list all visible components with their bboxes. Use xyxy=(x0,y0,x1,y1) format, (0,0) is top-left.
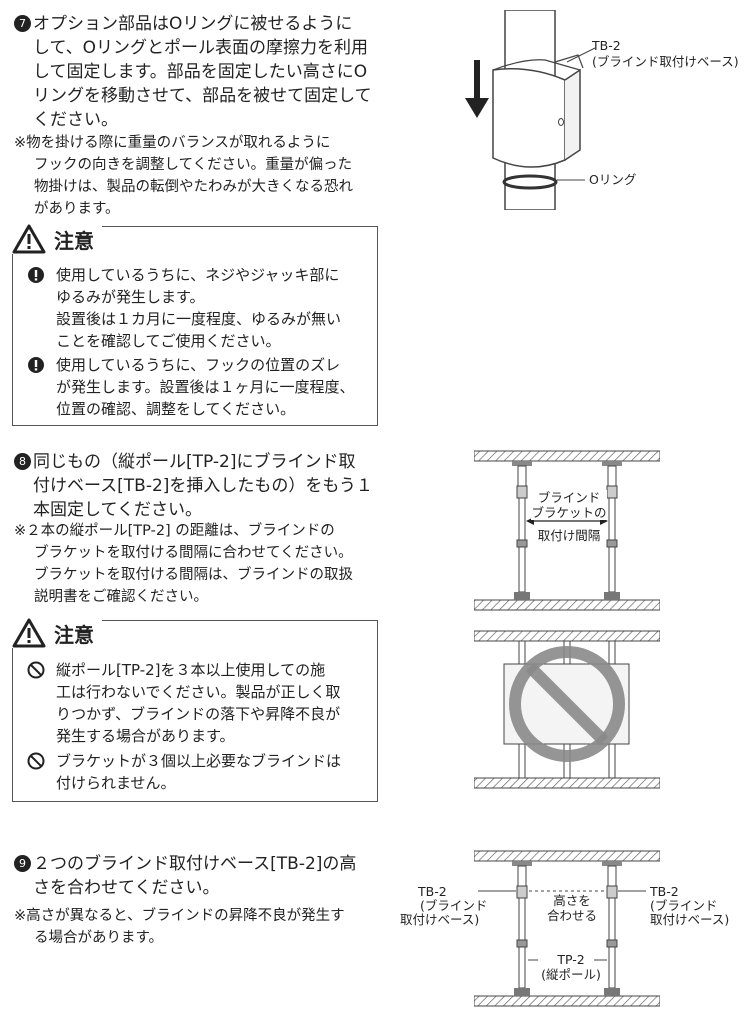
step8-line: 本固定してください。 xyxy=(33,500,202,520)
caution-title: 注意 xyxy=(54,622,94,647)
bracket-interval-label: ブラインド ブラケットの xyxy=(531,490,607,520)
tp2-sub-label: (縦ポール) xyxy=(541,967,601,982)
pole-right xyxy=(602,461,622,600)
note-line: ※物を掛ける際に重量のバランスが取れるように xyxy=(14,135,331,151)
prohibit-small-icon xyxy=(27,752,45,770)
step7-note: ※物を掛ける際に重量のバランスが取れるように フックの向きを調整してください。重… xyxy=(14,132,389,220)
tb2-left-sub2: 取付けベース) xyxy=(400,912,480,927)
note-line: ブラケットを取付ける間隔は、ブラインドの取扱 xyxy=(34,567,353,583)
pole-left xyxy=(512,461,532,600)
note-line: 説明書をご確認ください。 xyxy=(34,589,208,605)
caution-line: 発生する場合があります。 xyxy=(56,727,235,745)
step7-line: オプション部品はOリングに被せるように xyxy=(33,14,353,34)
caution-line: 縦ポール[TP-2]を３本以上使用しての施 xyxy=(56,661,326,679)
caution-box xyxy=(12,226,378,426)
step7-line: して、Oリングとポール表面の摩擦力を利用 xyxy=(33,38,369,58)
floor-shape xyxy=(474,599,660,611)
oring-label: Oリング xyxy=(589,172,637,187)
note-line: 物掛けは、製品の転倒やたわみが大きくなる恐れ xyxy=(34,179,353,195)
tb2-base-shape xyxy=(492,68,566,168)
step7-line: して固定します。部品を固定したい高さにO xyxy=(33,62,368,82)
bracket-label-line: ブラケットの xyxy=(531,505,607,520)
caution-line: ブラケットが３個以上必要なブラインドは xyxy=(56,752,342,770)
two-pole-diagram xyxy=(474,450,660,611)
step8-line: 同じもの（縦ポール[TP-2]にブラインド取 xyxy=(33,452,356,472)
tp2-label: TP-2 xyxy=(557,952,585,967)
height-align-diagram xyxy=(474,850,660,1007)
exclamation-icon xyxy=(28,357,44,373)
floor-shape xyxy=(474,995,660,1007)
note-line: る場合があります。 xyxy=(34,930,164,946)
step8-line: 付けベース[TB-2]を挿入したもの）をもう１ xyxy=(33,476,373,496)
caution-heading: 注意 xyxy=(12,224,102,254)
caution-item: 使用しているうちに、フックの位置のズレ が発生します。設置後は１ヶ月に一度程度、… xyxy=(56,354,376,420)
step7-line: リングを移動させて、部品を被せて固定して xyxy=(33,86,372,106)
caution-line: ことを確認してご使用ください。 xyxy=(56,332,281,350)
step9-note: ※高さが異なると、ブラインドの昇降不良が発生す る場合があります。 xyxy=(14,905,394,949)
note-line: ブラケットを取付ける間隔に合わせてください。 xyxy=(34,545,353,561)
height-label-line: 高さを xyxy=(553,893,591,908)
tb2-label: TB-2 xyxy=(592,38,621,53)
prohibit-icon xyxy=(509,646,625,762)
pole-right xyxy=(602,861,622,996)
pole-left xyxy=(512,861,532,996)
bracket-label-line: 取付け間隔 xyxy=(537,528,601,543)
step9-line: さを合わせてください。 xyxy=(33,878,220,898)
tb2-right-sub1: (ブラインド xyxy=(650,898,718,913)
step7-line: ください。 xyxy=(33,110,118,130)
note-line: フックの向きを調整してください。重量が偏った xyxy=(34,157,353,173)
three-pole-prohibited-diagram xyxy=(474,630,660,789)
height-align-label: 高さを 合わせる xyxy=(542,893,602,923)
caution-line: 位置の確認、調整をしてください。 xyxy=(56,400,296,418)
caution-line: 使用しているうちに、フックの位置のズレ xyxy=(56,356,341,374)
caution-item: 縦ポール[TP-2]を３本以上使用しての施 工は行わないでください。製品が正しく… xyxy=(56,659,376,747)
note-line: ※２本の縦ポール[TP-2] の距離は、ブラインドの xyxy=(14,523,335,539)
tb2-right-sub2: 取付けベース) xyxy=(650,912,730,927)
oring-shape xyxy=(502,174,558,190)
warning-triangle-icon xyxy=(12,618,46,648)
step9-line: ２つのブラインド取付けベース[TB-2]の高 xyxy=(33,854,357,874)
caution-line: 付けられません。 xyxy=(56,774,176,792)
exclamation-icon xyxy=(28,267,44,283)
prohibit-small-icon xyxy=(27,661,45,679)
caution-item: ブラケットが３個以上必要なブラインドは 付けられません。 xyxy=(56,750,376,794)
caution-line: 使用しているうちに、ネジやジャッキ部に xyxy=(56,266,340,284)
height-label-line: 合わせる xyxy=(546,908,597,923)
floor-shape xyxy=(474,777,660,789)
caution-heading: 注意 xyxy=(12,618,102,648)
caution-line: 工は行わないでください。製品が正しく取 xyxy=(56,683,341,701)
note-line: ※高さが異なると、ブラインドの昇降不良が発生す xyxy=(14,908,345,924)
ceiling-shape xyxy=(474,630,660,642)
tb2-left-sub1: (ブラインド xyxy=(420,898,488,913)
caution-line: ゆるみが発生します。 xyxy=(56,288,205,306)
ceiling-shape xyxy=(474,850,660,862)
step-number-7: 7 xyxy=(14,15,31,32)
caution-line: りつかず、ブラインドの落下や昇降不良が xyxy=(56,705,341,723)
caution-item: 使用しているうちに、ネジやジャッキ部に ゆるみが発生します。 設置後は１カ月に一… xyxy=(56,264,376,352)
caution-line: 設置後は１カ月に一度程度、ゆるみが無い xyxy=(56,310,342,328)
caution-box xyxy=(12,620,378,802)
oring-diagram xyxy=(465,10,596,210)
caution-line: が発生します。設置後は１ヶ月に一度程度、 xyxy=(56,378,355,396)
note-line: があります。 xyxy=(34,201,120,217)
tb2-right-label: TB-2 xyxy=(650,884,679,899)
warning-triangle-icon xyxy=(12,224,46,254)
step-number-9: 9 xyxy=(14,855,31,872)
tb2-sub-label: (ブラインド取付けベース) xyxy=(592,54,739,69)
step-number-8: 8 xyxy=(14,453,31,470)
ceiling-shape xyxy=(474,450,660,462)
tb2-left-label: TB-2 xyxy=(418,884,447,899)
bracket-label-line: ブラインド xyxy=(537,490,601,505)
step8-note: ※２本の縦ポール[TP-2] の距離は、ブラインドの ブラケットを取付ける間隔に… xyxy=(14,520,394,608)
caution-title: 注意 xyxy=(54,228,94,253)
